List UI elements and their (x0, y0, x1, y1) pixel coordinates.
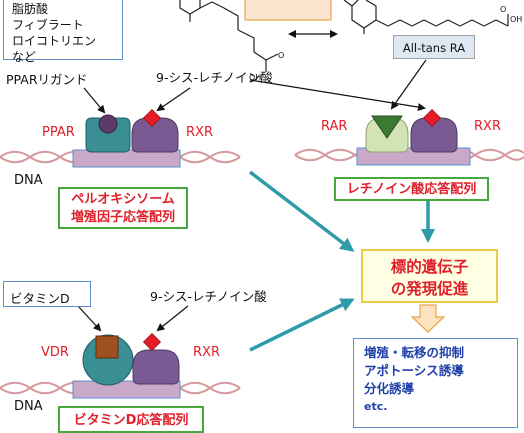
rxr-receptor-right (410, 117, 458, 153)
arrow-9cis-to-rxr-right (249, 79, 426, 111)
rar-ligand-triangle (371, 115, 403, 139)
arrow-9cis-to-rxr-bottom (156, 305, 189, 332)
target-box-line: 標的遺伝子 (390, 258, 469, 276)
rar-label: RAR (321, 119, 348, 134)
arrow-ppar-ligand (83, 87, 106, 114)
effects-box: 増殖・転移の抑制 アポトーシス誘導 分化誘導 etc. (353, 338, 518, 428)
ligand-example: ロイコトリエン (12, 34, 97, 48)
ligand-example: 脂肪酸 (12, 2, 49, 16)
down-block-arrow (410, 304, 446, 333)
binding-site-vdr (72, 380, 181, 399)
ppar-receptor (85, 117, 131, 153)
response-element-line: 増殖因子応答配列 (70, 210, 175, 225)
ligand-example: フィブラート (12, 18, 84, 32)
target-box-line: の発現促進 (390, 280, 469, 298)
cooh-label-left: OH (249, 73, 261, 82)
rxr-label-top-left: RXR (186, 125, 213, 140)
ppar-ligand-label: PPARリガンド (6, 72, 88, 87)
effect-item: etc. (364, 400, 388, 413)
vdr-label: VDR (41, 345, 69, 360)
target-gene-expression-box: 標的遺伝子 の発現促進 (361, 249, 498, 303)
response-element-line: ペルオキシソーム (71, 192, 175, 207)
ligand-diamond-left (142, 108, 162, 128)
rxr-receptor-left (131, 117, 179, 153)
all-trans-ra-label: All-tans RA (393, 35, 475, 59)
ligand-example: など (12, 50, 37, 64)
dna-label-top: DNA (14, 173, 43, 188)
vdr-response-element-box: ビタミンD応答配列 (58, 406, 204, 433)
retinoid-highlight-box (244, 0, 332, 21)
response-element-line: レチノイン酸応答配列 (346, 182, 477, 197)
ligand-diamond-bottom (142, 332, 162, 352)
effect-item: 増殖・転移の抑制 (364, 345, 465, 360)
vitamin-d-label: ビタミンD (3, 281, 91, 307)
rxr-receptor-bottom (132, 349, 180, 385)
o-label-right: O (500, 5, 506, 14)
rxr-label-top-right: RXR (474, 119, 501, 134)
rxr-label-bottom: RXR (193, 345, 220, 360)
effect-item: 分化誘導 (364, 381, 415, 396)
ppar-ligand-ball (98, 114, 118, 134)
retinoic-acid-structure-right (343, 0, 509, 34)
binding-site-ppar (72, 149, 181, 168)
arrow-ppar-to-target (248, 170, 355, 252)
dna-label-bottom: DNA (14, 399, 43, 414)
ligand-9cis-top-label: 9-シス-レチノイン酸 (156, 70, 273, 85)
vdr-ligand-square (95, 335, 119, 359)
ligand-9cis-bottom-label: 9-シス-レチノイン酸 (150, 289, 267, 304)
ppar-label: PPAR (42, 125, 75, 140)
ppar-ligand-examples-box: 脂肪酸 フィブラート ロイコトリエン など (3, 0, 123, 64)
ligand-diamond-right (422, 108, 442, 128)
arrow-9cis-to-rxr-left (156, 87, 191, 112)
rar-response-element-box: レチノイン酸応答配列 (334, 177, 489, 201)
retinoic-acid-structure-left (179, 0, 279, 72)
arrow-vdr-to-target (249, 298, 355, 352)
arrow-vitd-ligand (77, 305, 102, 332)
ppar-response-element-box: ペルオキシソーム 増殖因子応答配列 (58, 187, 188, 229)
arrow-alltrans-to-rar (390, 59, 427, 110)
oh-label-right: OH (510, 15, 522, 24)
effect-item: アポトーシス誘導 (364, 363, 464, 378)
response-element-line: ビタミンD応答配列 (73, 413, 189, 428)
carbonyl-o-label-left: O (278, 51, 284, 60)
